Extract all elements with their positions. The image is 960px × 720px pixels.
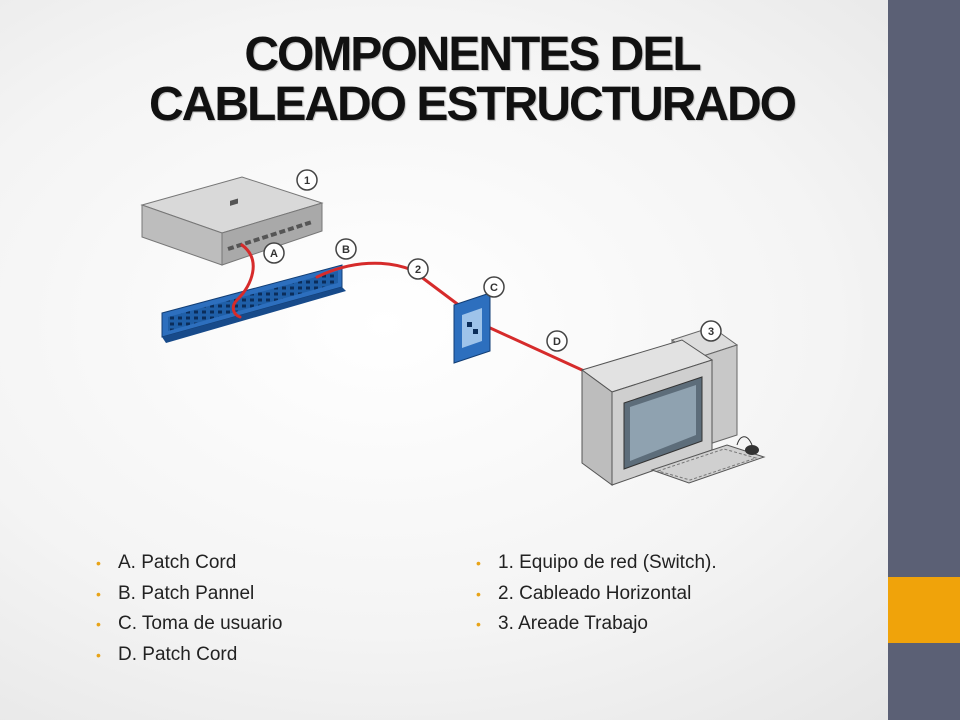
legend-item-2: 2. Cableado Horizontal bbox=[476, 579, 717, 610]
legend-item-1: 1. Equipo de red (Switch). bbox=[476, 548, 717, 579]
callout-2: 2 bbox=[407, 258, 429, 280]
switch-device bbox=[140, 176, 324, 266]
patch-panel bbox=[161, 264, 346, 343]
callout-a: A bbox=[263, 242, 285, 264]
legend-letters: A. Patch Cord B. Patch Pannel C. Toma de… bbox=[96, 548, 282, 670]
callout-d: D bbox=[546, 330, 568, 352]
slide-title: COMPONENTES DEL CABLEADO ESTRUCTURADO bbox=[82, 30, 862, 130]
wall-outlet bbox=[453, 292, 491, 364]
title-line-2: CABLEADO ESTRUCTURADO bbox=[149, 78, 797, 131]
legend-item-a: A. Patch Cord bbox=[96, 548, 282, 579]
workstation bbox=[580, 326, 766, 486]
cabling-diagram: 1 A B 2 C D 3 bbox=[140, 169, 766, 486]
legend-item-d: D. Patch Cord bbox=[96, 640, 282, 671]
svg-text:C: C bbox=[490, 282, 498, 294]
title-line-1: COMPONENTES DEL bbox=[244, 28, 701, 81]
callout-b: B bbox=[335, 238, 357, 260]
legend-numbers: 1. Equipo de red (Switch). 2. Cableado H… bbox=[476, 548, 717, 640]
callout-3: 3 bbox=[700, 320, 722, 342]
legend-item-b: B. Patch Pannel bbox=[96, 579, 282, 610]
svg-text:A: A bbox=[270, 248, 278, 260]
callout-c: C bbox=[483, 276, 505, 298]
callout-1: 1 bbox=[296, 169, 318, 191]
legend-item-c: C. Toma de usuario bbox=[96, 609, 282, 640]
legend-item-3: 3. Areade Trabajo bbox=[476, 609, 717, 640]
svg-text:3: 3 bbox=[708, 326, 714, 338]
svg-text:B: B bbox=[342, 244, 350, 256]
svg-text:2: 2 bbox=[415, 264, 421, 276]
svg-text:1: 1 bbox=[304, 175, 310, 187]
sidebar-accent-block bbox=[888, 577, 960, 643]
svg-text:D: D bbox=[553, 336, 561, 348]
